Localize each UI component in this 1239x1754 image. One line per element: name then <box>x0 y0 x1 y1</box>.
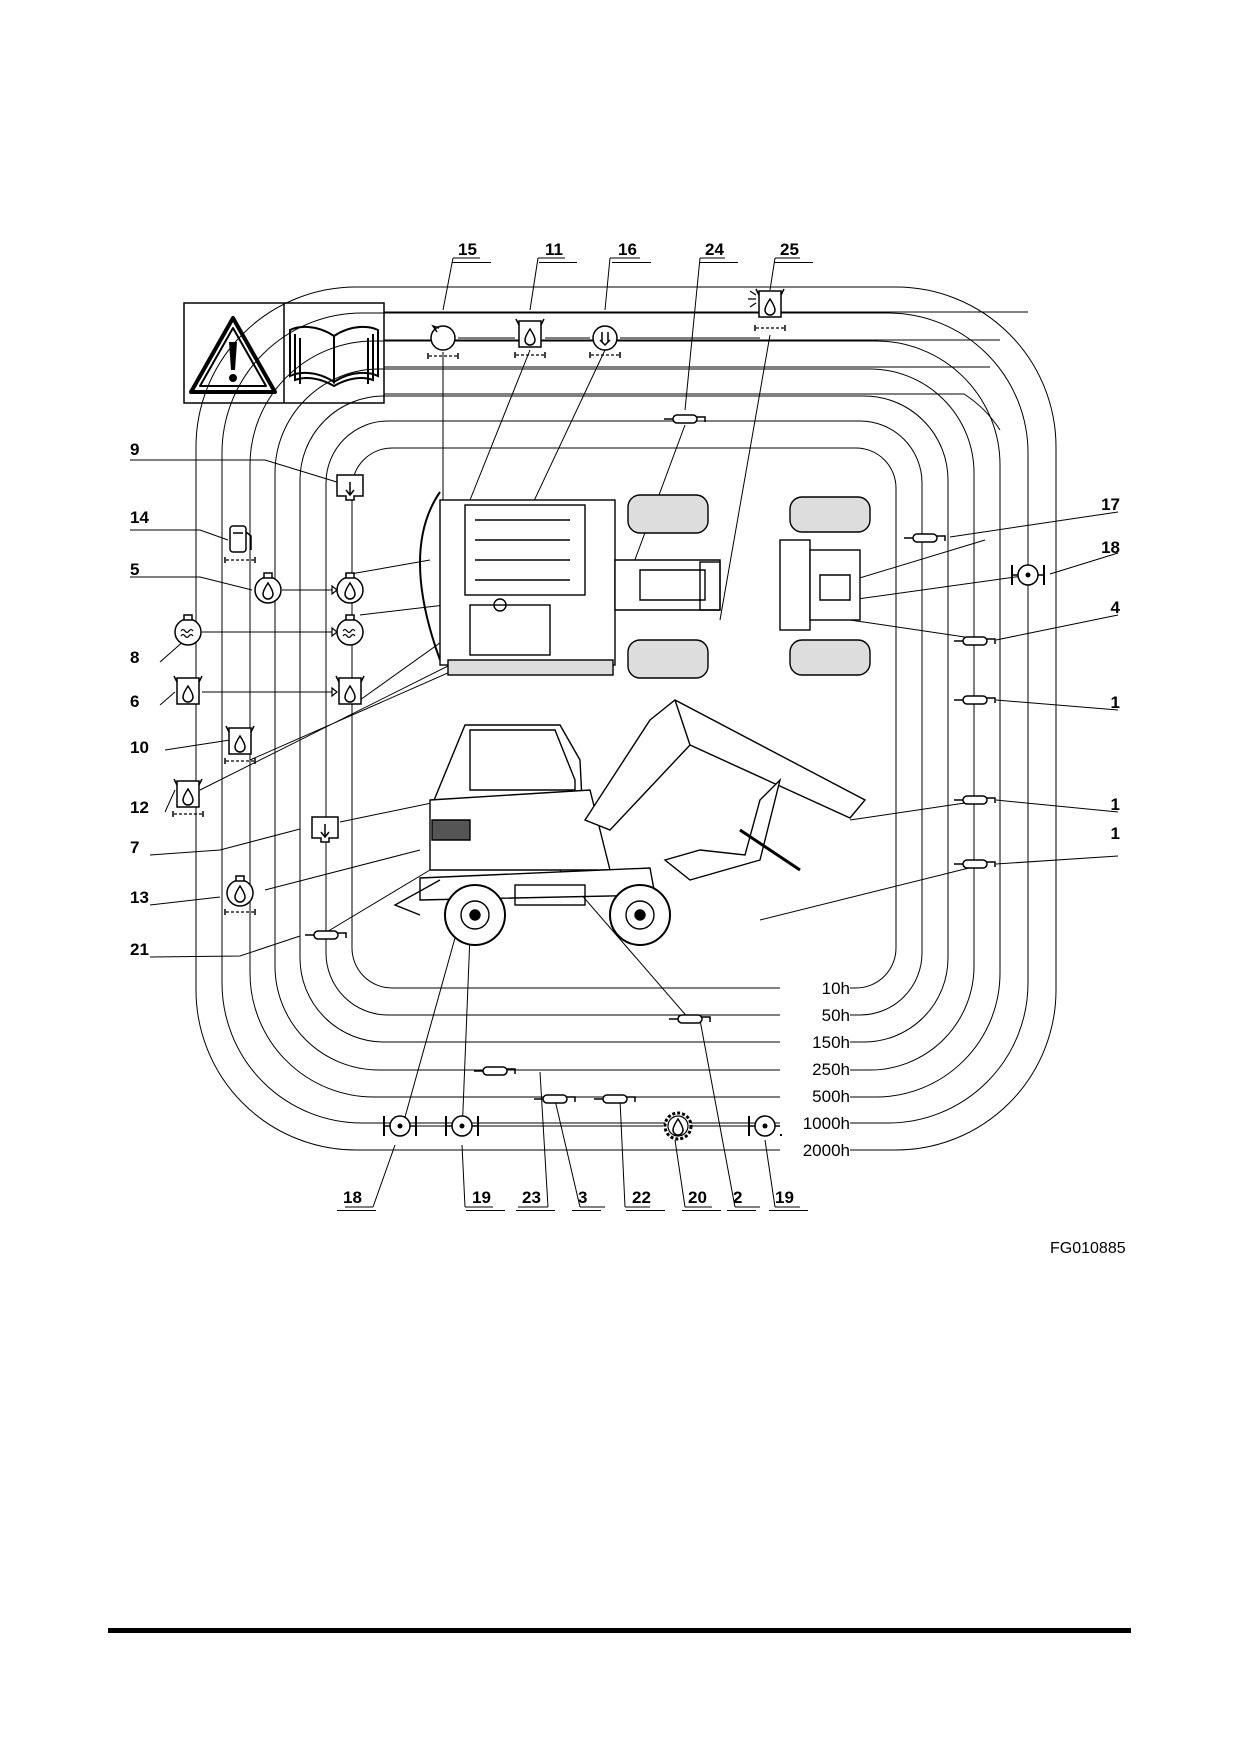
callout-left-8: 8 <box>130 648 140 667</box>
axle-oil-icon <box>1011 564 1045 586</box>
bottom-icon-row <box>383 1014 782 1139</box>
ring-2000h <box>195 286 1057 1151</box>
filter-icon <box>311 816 339 843</box>
ring-150h <box>299 395 949 1043</box>
callout-left-5: 5 <box>130 560 140 579</box>
grease-fitting-icon <box>953 695 996 705</box>
oil-change-icon <box>514 319 546 359</box>
callout-left-13: 13 <box>130 888 149 907</box>
grease-fitting-icon <box>668 1014 711 1024</box>
interval-label-10h: 10h <box>780 979 850 999</box>
callout-right-4: 4 <box>1110 598 1120 617</box>
excavator-side-view <box>393 699 867 946</box>
grease-fitting-icon <box>903 533 946 543</box>
leader-lines <box>130 257 1119 1208</box>
axle-oil-icon <box>383 1115 417 1137</box>
grease-fitting-icon <box>533 1094 576 1104</box>
interval-label-50h: 50h <box>780 1006 850 1026</box>
interval-label-2000h: 2000h <box>780 1141 850 1161</box>
callout-left-6: 6 <box>130 692 140 711</box>
axle-oil-icon <box>445 1115 479 1137</box>
figure-code: FG010885 <box>1050 1240 1126 1257</box>
grease-fitting-icon <box>953 636 996 646</box>
axle-oil-icon <box>748 1115 782 1137</box>
callout-right-1c: 1 <box>1110 824 1120 843</box>
excavator-rear-view <box>779 496 871 676</box>
callout-bottom-22: 22 <box>626 1188 665 1211</box>
oil-change-icon <box>174 676 202 704</box>
grease-fitting-icon <box>663 414 706 424</box>
ring-50h <box>325 420 923 1016</box>
callout-bottom-19a: 19 <box>466 1188 505 1211</box>
oil-change-icon <box>172 779 204 818</box>
interval-label-150h: 150h <box>780 1033 850 1053</box>
excavator-top-view <box>419 491 721 679</box>
callout-bottom-18: 18 <box>337 1188 376 1211</box>
oil-level-check-icon <box>331 573 363 603</box>
ring-250h <box>274 368 975 1071</box>
callout-left-21: 21 <box>130 940 149 959</box>
top-icon-row <box>427 289 786 424</box>
ring-1000h <box>221 312 1029 1124</box>
callout-top-25: 25 <box>774 240 813 263</box>
grease-fitting-icon <box>593 1094 636 1104</box>
callout-left-14: 14 <box>130 508 149 527</box>
interval-label-1000h: 1000h <box>780 1114 850 1134</box>
callout-bottom-23: 23 <box>516 1188 555 1211</box>
grease-fitting-icon <box>304 930 347 940</box>
fuel-pump-icon <box>224 525 256 564</box>
callout-right-17: 17 <box>1101 495 1120 514</box>
callout-top-15: 15 <box>452 240 491 263</box>
filter-icon <box>336 474 364 501</box>
callout-bottom-2: 2 <box>726 1188 758 1211</box>
gear-oil-icon <box>665 1113 691 1139</box>
callout-left-7: 7 <box>130 838 140 857</box>
oil-level-check-icon <box>255 573 281 603</box>
left-icon-column <box>172 474 364 940</box>
grease-fitting-icon <box>473 1066 516 1076</box>
grease-fitting-icon <box>953 859 996 869</box>
oil-change-icon <box>331 676 364 704</box>
drain-icon <box>589 325 621 359</box>
ring-500h <box>249 340 1001 1098</box>
callout-bottom-19b: 19 <box>769 1188 808 1211</box>
coolant-icon <box>174 614 202 646</box>
callout-bottom-3: 3 <box>571 1188 603 1211</box>
warning-manual-panel <box>183 302 385 404</box>
callout-bottom-20: 20 <box>682 1188 721 1211</box>
callout-top-11: 11 <box>539 240 577 263</box>
interval-track-rings <box>195 286 1057 1151</box>
interval-label-250h: 250h <box>780 1060 850 1080</box>
footer-rule <box>108 1628 1131 1633</box>
callout-right-1b: 1 <box>1110 795 1120 814</box>
warning-triangle-icon <box>189 316 277 394</box>
callout-left-12: 12 <box>130 798 149 817</box>
callout-top-24: 24 <box>699 240 738 263</box>
callout-left-10: 10 <box>130 738 149 757</box>
fuel-tank-filter-icon <box>748 289 786 332</box>
callout-left-9: 9 <box>130 440 140 459</box>
open-book-icon <box>289 325 379 388</box>
coolant-icon <box>331 614 364 646</box>
interval-label-500h: 500h <box>780 1087 850 1107</box>
callout-top-16: 16 <box>612 240 651 263</box>
grease-fitting-icon <box>953 795 996 805</box>
ring-10h <box>351 447 897 989</box>
callout-right-18: 18 <box>1101 538 1120 557</box>
cab-air-filter-icon <box>427 324 459 360</box>
callout-right-1a: 1 <box>1110 693 1120 712</box>
